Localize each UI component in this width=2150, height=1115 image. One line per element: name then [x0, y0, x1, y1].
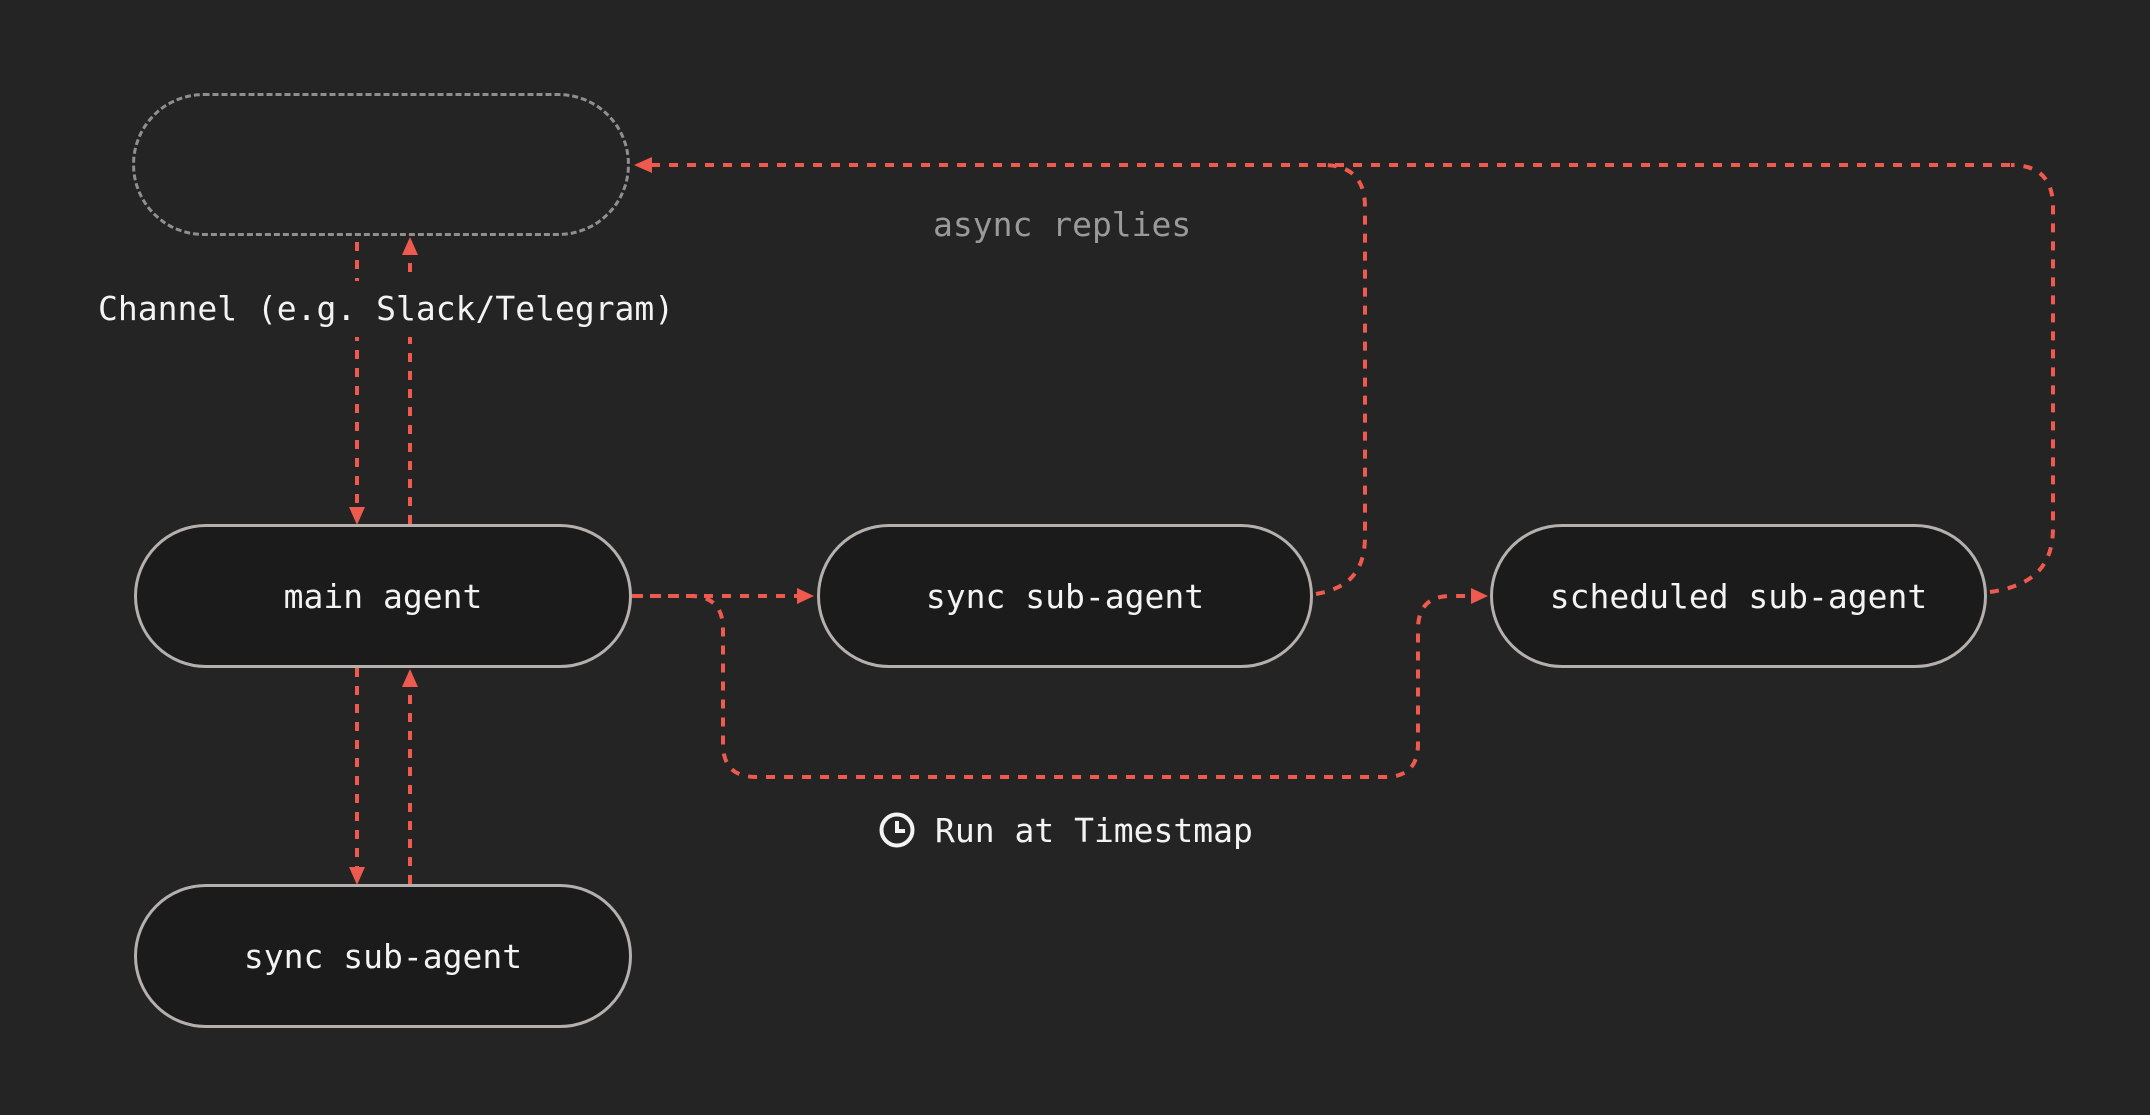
node-sync-sub-agent: sync sub-agent: [817, 524, 1313, 668]
node-main-agent: main agent: [134, 524, 632, 668]
node-label: sync sub-agent: [925, 576, 1205, 616]
arrowhead-main-to-scheduled: [1471, 588, 1488, 604]
arrowhead-main-to-sync: [797, 588, 814, 604]
arrowhead-channel-to-main: [349, 507, 365, 525]
arrowhead-bottom-to-main: [402, 669, 418, 687]
edge-sync-async-reply: [1315, 163, 1367, 596]
run-at-annotation: Run at Timestmap: [877, 810, 1253, 850]
arrowhead-async-to-channel: [634, 157, 652, 173]
node-sync-sub-agent-2: sync sub-agent: [134, 884, 632, 1028]
arrowhead-main-to-channel: [402, 237, 418, 255]
channel-caption-label: Channel (e.g. Slack/Telegram): [88, 281, 685, 337]
run-at-timestamp-label: Run at Timestmap: [935, 810, 1253, 850]
arrowhead-main-to-bottom: [349, 867, 365, 885]
node-label: sync sub-agent: [243, 936, 523, 976]
node-scheduled-sub-agent: scheduled sub-agent: [1490, 524, 1987, 668]
edge-scheduled-async-reply: [1989, 163, 2055, 594]
async-replies-label: async replies: [933, 205, 1192, 244]
edge-main-to-scheduled: [634, 594, 1471, 779]
node-channel: [132, 93, 630, 236]
node-label: main agent: [283, 576, 483, 616]
node-label: scheduled sub-agent: [1549, 576, 1928, 616]
clock-icon: [879, 812, 915, 848]
